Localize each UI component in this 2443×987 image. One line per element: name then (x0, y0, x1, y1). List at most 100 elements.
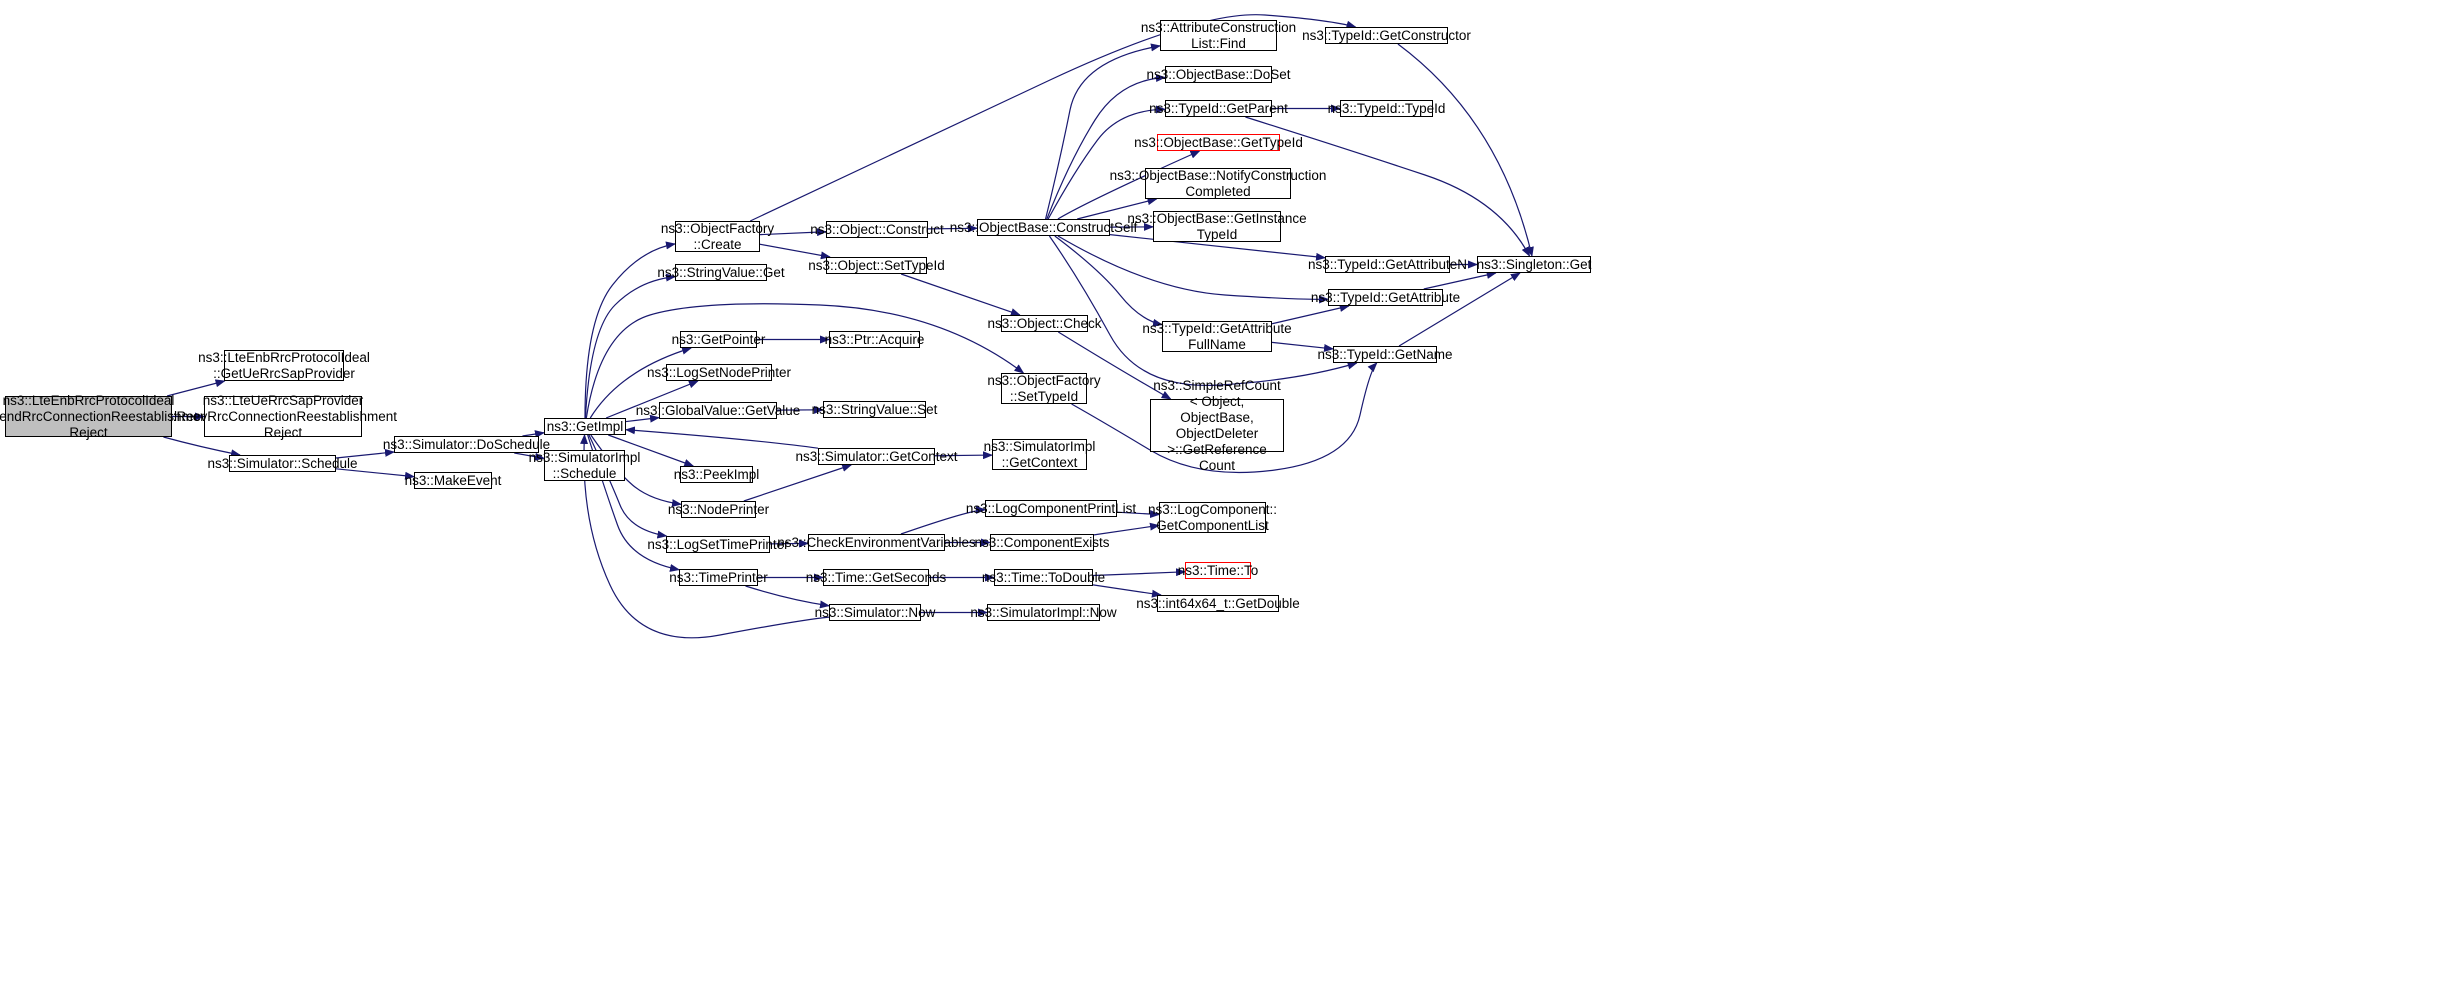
graph-node[interactable]: ns3::TypeId::GetAttribute (1311, 289, 1460, 306)
call-edge (1423, 271, 1497, 290)
graph-node[interactable]: ns3::Singleton::Get (1477, 256, 1591, 273)
call-edge (1057, 150, 1201, 220)
graph-node[interactable]: ns3::Simulator::GetContext (795, 448, 958, 465)
call-edge (514, 452, 545, 461)
graph-node[interactable]: ns3::ObjectFactory ::SetTypeId (987, 373, 1101, 404)
call-edge (1271, 341, 1334, 352)
graph-node[interactable]: ns3::TimePrinter (669, 569, 768, 586)
graph-node[interactable]: ns3::Object::Construct (810, 221, 944, 238)
graph-node[interactable]: ns3::ObjectBase::NotifyConstruction Comp… (1110, 168, 1326, 199)
graph-node[interactable]: ns3::NodePrinter (668, 501, 769, 518)
graph-node[interactable]: ns3::LogSetTimePrinter (647, 536, 789, 553)
graph-node[interactable]: ns3::ObjectBase::DoSet (1146, 66, 1291, 83)
call-edge (900, 505, 986, 535)
graph-node[interactable]: ns3::SimulatorImpl ::Schedule (529, 450, 640, 481)
call-edge (605, 380, 699, 419)
graph-node[interactable]: ns3::TypeId::GetParent (1149, 100, 1288, 117)
graph-node-label: ns3::ComponentExists (974, 534, 1110, 550)
graph-node-label: ns3::TimePrinter (669, 569, 768, 585)
graph-node[interactable]: ns3::TypeId::TypeId (1328, 100, 1445, 117)
graph-node-label: ns3::Simulator::Schedule (207, 455, 358, 471)
call-edge (745, 585, 830, 609)
graph-node-label: ns3::TypeId::GetParent (1149, 100, 1288, 116)
graph-node[interactable]: ns3::SimulatorImpl ::GetContext (984, 439, 1095, 470)
graph-node-label: ns3::AttributeConstruction List::Find (1140, 19, 1297, 51)
graph-node[interactable]: ns3::Simulator::DoSchedule (383, 436, 550, 453)
graph-node[interactable]: ns3::ComponentExists (974, 534, 1110, 551)
graph-node[interactable]: ns3::Time::GetSeconds (806, 569, 946, 586)
graph-node[interactable]: ns3::SimulatorImpl::Now (970, 604, 1117, 621)
graph-node-label: ns3::Singleton::Get (1476, 256, 1592, 272)
graph-node-label: ns3::StringValue::Get (657, 264, 785, 280)
graph-node[interactable]: ns3::LteUeRrcSapProvider ::RecvRrcConnec… (169, 393, 397, 440)
call-edge (584, 273, 676, 419)
graph-node-label: ns3::TypeId::GetAttribute FullName (1142, 320, 1292, 352)
graph-node[interactable]: ns3::LogComponent:: GetComponentList (1148, 502, 1277, 533)
call-edge (1071, 362, 1378, 474)
graph-node[interactable]: ns3::ObjectBase::GetInstance TypeId (1127, 211, 1307, 242)
graph-node-label: ns3::TypeId::GetName (1317, 346, 1453, 362)
call-edge (1271, 304, 1350, 325)
graph-node[interactable]: ns3::Time::To (1178, 562, 1258, 579)
graph-node-label: ns3::SimulatorImpl ::Schedule (528, 449, 641, 481)
graph-node-label: ns3::Simulator::Now (814, 604, 936, 620)
graph-node-label: ns3::NodePrinter (667, 501, 770, 517)
graph-node-label: ns3::LogSetTimePrinter (647, 536, 789, 552)
graph-node[interactable]: ns3::PeekImpl (674, 466, 759, 483)
graph-node-label: ns3::ObjectBase::ConstructSelf (949, 219, 1138, 235)
graph-node[interactable]: ns3::SimpleRefCount < Object, ObjectBase… (1150, 378, 1284, 473)
graph-node[interactable]: ns3::Object::Check (987, 315, 1102, 332)
graph-node-label: ns3::TypeId::GetAttributeN (1307, 256, 1468, 272)
graph-node[interactable]: ns3::GlobalValue::GetValue (636, 402, 800, 419)
call-edge (1057, 235, 1329, 304)
call-edge (759, 228, 827, 237)
graph-node[interactable]: ns3::AttributeConstruction List::Find (1141, 20, 1296, 51)
graph-node-label: ns3::ObjectBase::GetTypeId (1134, 134, 1303, 150)
graph-node-label: ns3::LogComponentPrintList (965, 500, 1137, 516)
graph-node[interactable]: ns3::GetImpl (544, 418, 626, 435)
call-edge (580, 434, 830, 639)
graph-node[interactable]: ns3::MakeEvent (405, 472, 501, 489)
call-edge (585, 303, 1025, 419)
graph-node[interactable]: ns3::Time::ToDouble (982, 569, 1105, 586)
graph-node[interactable]: ns3::TypeId::GetName (1317, 346, 1453, 363)
call-edge (1046, 73, 1166, 220)
graph-node[interactable]: ns3::Simulator::Now (815, 604, 935, 621)
graph-node[interactable]: ns3::Ptr::Acquire (825, 331, 924, 348)
call-edge (163, 436, 241, 458)
graph-node-label: ns3::TypeId::GetAttribute (1310, 289, 1461, 305)
graph-node-label: ns3::Ptr::Acquire (824, 331, 925, 347)
call-edge (335, 448, 395, 459)
graph-node-label: ns3::ObjectBase::DoSet (1146, 66, 1291, 82)
graph-node[interactable]: ns3::TypeId::GetConstructor (1302, 27, 1471, 44)
graph-node-label: ns3::ObjectFactory ::Create (660, 220, 775, 252)
graph-node[interactable]: ns3::Object::SetTypeId (808, 257, 945, 274)
graph-node[interactable]: ns3::ObjectFactory ::Create (661, 221, 774, 252)
graph-node[interactable]: ns3::int64x64_t::GetDouble (1136, 595, 1300, 612)
graph-node[interactable]: ns3::GetPointer (672, 331, 765, 348)
call-edge (584, 241, 676, 419)
call-edge (1109, 234, 1326, 261)
graph-node[interactable]: ns3::StringValue::Set (812, 401, 937, 418)
graph-node[interactable]: ns3::TypeId::GetAttribute FullName (1142, 321, 1292, 352)
call-edge (1048, 235, 1358, 387)
call-edge (743, 464, 853, 502)
graph-node-label: ns3::GetPointer (671, 331, 766, 347)
graph-node-label: ns3::MakeEvent (404, 472, 502, 488)
call-edge (749, 14, 1357, 222)
graph-node[interactable]: ns3::Simulator::Schedule (207, 455, 358, 472)
call-edge (759, 243, 831, 260)
graph-node-label: ns3::SimulatorImpl::Now (970, 604, 1117, 620)
graph-node-label: ns3::ObjectFactory ::SetTypeId (987, 372, 1101, 404)
graph-node-label: ns3::Simulator::GetContext (795, 448, 958, 464)
graph-node[interactable]: ns3::LteEnbRrcProtocolIdeal ::GetUeRrcSa… (198, 350, 370, 381)
graph-node[interactable]: ns3::StringValue::Get (657, 264, 785, 281)
call-edge (335, 468, 415, 480)
graph-node[interactable]: ns3::TypeId::GetAttributeN (1308, 256, 1467, 273)
graph-node[interactable]: ns3::LogComponentPrintList (966, 500, 1136, 517)
graph-node[interactable]: ns3::LteEnbRrcProtocolIdeal ::DoSendRrcC… (0, 393, 212, 440)
graph-node[interactable]: ns3::ObjectBase::GetTypeId (1134, 134, 1303, 151)
graph-node[interactable]: ns3::CheckEnvironmentVariables (777, 534, 976, 551)
graph-node[interactable]: ns3::LogSetNodePrinter (647, 364, 791, 381)
graph-node[interactable]: ns3::ObjectBase::ConstructSelf (950, 219, 1137, 236)
